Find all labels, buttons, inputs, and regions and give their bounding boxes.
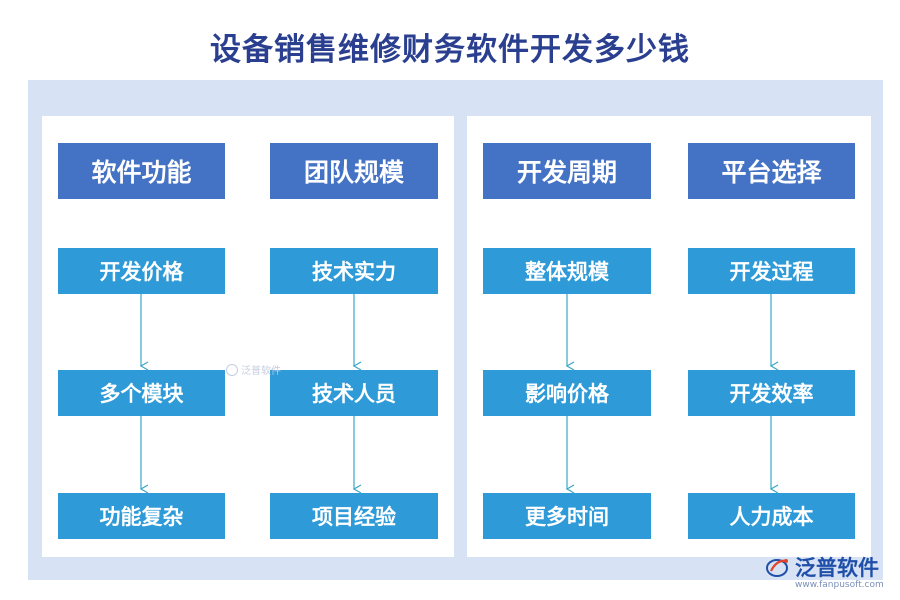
node-development-process: 开发过程 <box>688 248 855 294</box>
brand-logo-block: 泛普软件 www.fanpusoft.com <box>765 552 884 590</box>
header-software-function: 软件功能 <box>58 143 225 199</box>
node-more-time: 更多时间 <box>483 493 651 539</box>
node-multiple-modules: 多个模块 <box>58 370 225 416</box>
header-team-size: 团队规模 <box>270 143 438 199</box>
node-development-efficiency: 开发效率 <box>688 370 855 416</box>
node-technical-strength: 技术实力 <box>270 248 438 294</box>
node-overall-scale: 整体规模 <box>483 248 651 294</box>
node-development-price: 开发价格 <box>58 248 225 294</box>
node-technical-staff: 技术人员 <box>270 370 438 416</box>
watermark: 泛普软件 <box>226 362 281 377</box>
diagram-title: 设备销售维修财务软件开发多少钱 <box>210 32 690 68</box>
node-complex-functions: 功能复杂 <box>58 493 225 539</box>
brand-name: 泛普软件 <box>795 556 879 580</box>
watermark-logo-icon <box>226 363 238 376</box>
node-labor-cost: 人力成本 <box>688 493 855 539</box>
header-platform-choice: 平台选择 <box>688 143 855 199</box>
brand-url: www.fanpusoft.com <box>795 580 884 590</box>
watermark-text: 泛普软件 <box>241 366 281 377</box>
node-affects-price: 影响价格 <box>483 370 651 416</box>
fanpu-logo-icon <box>766 559 788 577</box>
header-development-cycle: 开发周期 <box>483 143 651 199</box>
node-project-experience: 项目经验 <box>270 493 438 539</box>
